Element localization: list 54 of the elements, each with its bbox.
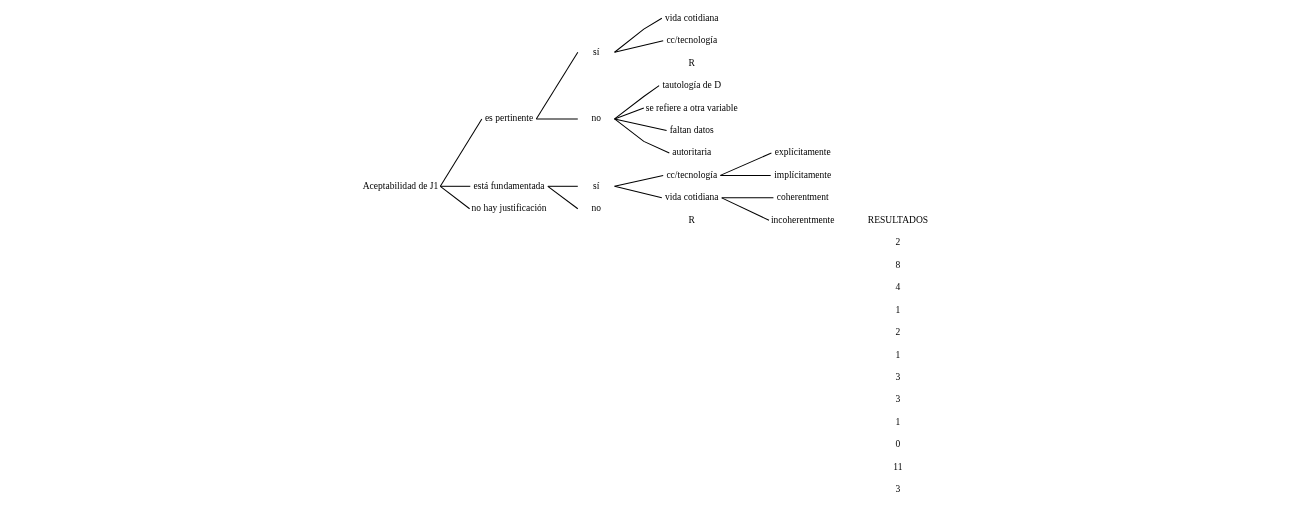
node-text: cc/tecnología: [666, 35, 718, 46]
label: RESULTADOS: [867, 214, 929, 225]
node-text: no: [591, 203, 601, 214]
connector: [614, 85, 660, 120]
connector: [439, 185, 471, 187]
node-text: Aceptabilidad de J1: [362, 180, 439, 191]
connector: [721, 197, 770, 221]
connector: [721, 197, 774, 199]
connector: [614, 17, 663, 53]
node-text: está fundamentada: [473, 180, 545, 191]
label: 1: [895, 416, 901, 427]
connector: [614, 185, 663, 199]
label: 3: [895, 394, 901, 405]
node-text: sí: [592, 180, 600, 191]
connector: [439, 118, 483, 187]
node-text: no hay justificación: [471, 203, 547, 214]
connector: [614, 40, 664, 53]
node-text: incoherentmente: [770, 214, 835, 225]
connector: [535, 118, 579, 120]
node-text: no: [591, 113, 601, 124]
connector: [614, 118, 668, 131]
label: R: [688, 57, 695, 68]
label: R: [688, 214, 695, 225]
label: 8: [895, 259, 901, 270]
label: 1: [895, 304, 901, 315]
connector: [614, 118, 670, 154]
connector: [535, 51, 579, 120]
label: 2: [895, 237, 901, 248]
label: 0: [895, 439, 901, 450]
label: 1: [895, 349, 901, 360]
connector: [719, 174, 772, 176]
label: 3: [895, 484, 901, 495]
node-text: sí: [592, 46, 600, 57]
node-text: vida cotidiana: [664, 192, 719, 203]
label: 11: [893, 461, 903, 472]
connector: [614, 174, 664, 187]
node-text: coherentment: [776, 192, 829, 203]
connector: [547, 185, 579, 187]
node-text: faltan datos: [669, 125, 714, 136]
label: 2: [895, 327, 901, 338]
node-text: tautología de D: [662, 80, 722, 91]
connector: [719, 152, 772, 176]
node-text: es pertinente: [484, 113, 534, 124]
label: 4: [895, 282, 901, 293]
label: 3: [895, 372, 901, 383]
connector: [614, 107, 645, 120]
node-text: se refiere a otra variable: [645, 102, 738, 113]
node-text: explícitamente: [774, 147, 831, 158]
node-text: vida cotidiana: [664, 12, 719, 23]
node-text: cc/tecnología: [666, 169, 718, 180]
node-text: autoritaria: [672, 147, 712, 158]
connector: [547, 185, 579, 210]
connector: [439, 185, 471, 210]
node-text: implícitamente: [774, 169, 832, 180]
